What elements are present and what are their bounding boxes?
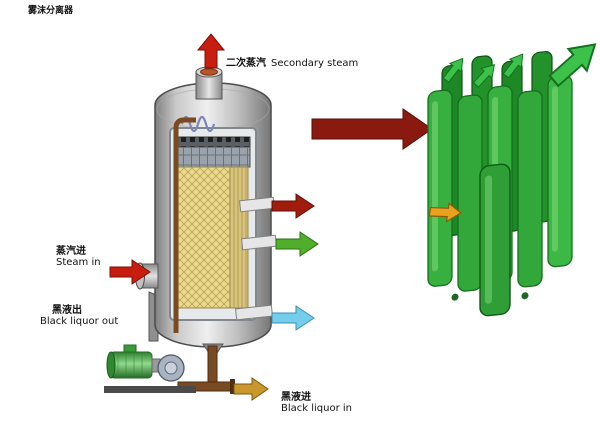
label-black-liquor-in-en: Black liquor in (281, 403, 353, 414)
plate-pack-side-lines (230, 167, 248, 308)
plate-highlight (485, 175, 492, 304)
motor-fins (117, 353, 143, 377)
label-black-liquor-in-zh: 黑液进 (281, 392, 311, 403)
label-secondary-steam-zh: 二次蒸汽 (226, 58, 266, 69)
motor-end-cap (106, 351, 116, 379)
top-vapor-nozzle (195, 66, 223, 100)
plate-spacer (451, 293, 459, 301)
pipe-end-cap (230, 379, 235, 394)
outlet-arrow-blue (271, 305, 315, 331)
plate-spacer (521, 292, 529, 300)
center-plate (479, 163, 511, 317)
label-secondary-steam: 二次蒸汽 Secondary steam (226, 51, 363, 70)
internal-liquor-pipe (173, 117, 196, 333)
pump-hub (164, 361, 178, 375)
black-liquor-in-arrow (233, 377, 269, 401)
label-black-liquor-out-en: Black liquor out (40, 316, 119, 327)
plate-pack-hatch (178, 167, 230, 308)
label-steam-in-en: Steam in (56, 257, 101, 268)
secondary-steam-arrow (196, 33, 226, 69)
steam-in-arrow (109, 259, 151, 285)
pump-motor (109, 351, 153, 379)
front-plate (547, 75, 573, 268)
outlet-arrow-green (275, 231, 319, 257)
outlet-arrow-red (271, 193, 315, 219)
front-plate (517, 90, 543, 288)
plate-bundle-detail (427, 32, 600, 317)
plate-pack (177, 166, 249, 309)
diagram-title: 雾沫分离器 (28, 6, 74, 16)
pump-base (104, 386, 196, 393)
front-plate (457, 94, 483, 292)
tube-sheet (173, 136, 251, 168)
label-black-liquor-out-zh: 黑液出 (52, 305, 82, 316)
label-steam-in-zh: 蒸汽进 (56, 246, 86, 257)
plate-highlight (432, 101, 438, 272)
circulation-pump (104, 344, 196, 393)
label-secondary-steam-en: Secondary steam (271, 58, 359, 69)
detail-pointer-arrow (311, 108, 433, 150)
plate-highlight (552, 86, 558, 252)
evaporator-vessel (135, 66, 278, 354)
front-plate (427, 89, 453, 287)
outlet-stubs (235, 196, 278, 321)
